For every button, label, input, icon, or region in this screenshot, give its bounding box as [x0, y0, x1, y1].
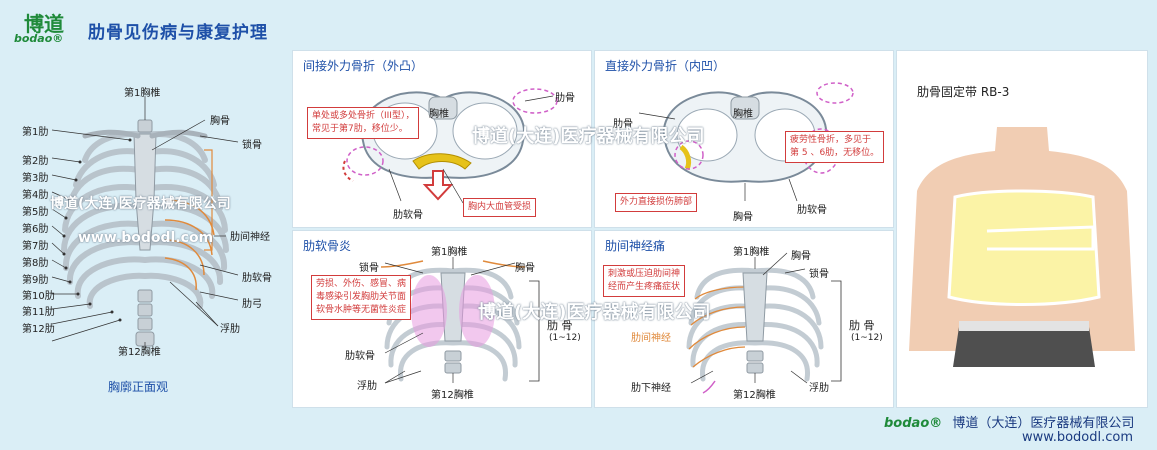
indirect-note-line-2: 常见于第7肋，移位少。	[312, 124, 408, 134]
chondritis-label-top: 第1胸椎	[431, 247, 468, 258]
neuralgia-label-top: 第1胸椎	[733, 247, 770, 258]
label-clavicle: 锁骨	[242, 140, 262, 151]
rib-label-3: 第3肋	[22, 173, 49, 184]
label-first-thoracic: 第1胸椎	[124, 88, 161, 99]
footer-logo: bodao®	[884, 416, 943, 431]
panel-direct-fracture: 直接外力骨折（内凹） 胸椎 肋骨 胸骨 肋软骨 疲劳性骨折，多见于 第 5 、6…	[594, 50, 894, 228]
bodao-logo: 博道 bodao®	[10, 8, 70, 48]
neuralgia-label-subcostal: 肋下神经	[631, 383, 671, 394]
indirect-label-spine: 胸椎	[429, 109, 449, 120]
chondritis-label-floating: 浮肋	[357, 381, 377, 392]
neuralgia-label-floating: 浮肋	[809, 383, 829, 394]
ribcage-illustration	[51, 96, 239, 350]
neuralgia-illustration	[686, 252, 842, 394]
panel-title-neuralgia: 肋间神经痛	[605, 239, 666, 253]
logo-latin: bodao®	[14, 32, 64, 45]
direct-note-line-1: 疲劳性骨折，多见于	[790, 135, 872, 145]
indirect-label-rib: 肋骨	[555, 93, 575, 104]
chondritis-label-bottom: 第12胸椎	[431, 390, 474, 401]
neuralgia-note-box: 刺激或压迫肋间神 经而产生疼痛症状	[603, 265, 686, 297]
panel-intercostal-neuralgia: 肋间神经痛 第1胸椎 胸骨 锁骨 肋间神经 肋下	[594, 230, 894, 408]
indirect-note-line-1: 单处或多处骨折（III型），	[312, 111, 415, 121]
label-sternum: 胸骨	[210, 116, 230, 127]
indirect-label-cartilage: 肋软骨	[393, 210, 423, 221]
chondritis-label-cartilage: 肋软骨	[345, 351, 375, 362]
watermark-company-bottom: 博道(大连)医疗器械有限公司	[478, 302, 711, 323]
panel-indirect-fracture: 间接外力骨折（外凸） 胸椎 肋骨 肋软骨 单处或多处骨折（III型）， 常见于第…	[292, 50, 592, 228]
label-costal-arch: 肋弓	[242, 299, 262, 310]
product-photo-rib-belt	[909, 127, 1135, 367]
panel-title-direct: 直接外力骨折（内凹）	[605, 59, 726, 73]
ribcage-caption: 胸廓正面观	[108, 380, 169, 394]
label-intercostal-nerve: 肋间神经	[230, 232, 270, 243]
rib-label-5: 第5肋	[22, 207, 49, 218]
indirect-note-box: 单处或多处骨折（III型）， 常见于第7肋，移位少。	[307, 107, 420, 139]
chondritis-label-rib-range: (1~12)	[549, 333, 581, 343]
footer-url[interactable]: www.bododl.com	[1022, 430, 1134, 445]
direct-note-box: 疲劳性骨折，多见于 第 5 、6肋，无移位。	[785, 131, 885, 163]
footer-company: 博道（大连）医疗器械有限公司	[952, 416, 1135, 431]
direct-label-spine: 胸椎	[733, 109, 753, 120]
chondritis-label-rib: 肋 骨	[547, 319, 573, 332]
rib-label-9: 第9肋	[22, 275, 49, 286]
rib-label-12: 第12肋	[22, 324, 55, 335]
rib-label-2: 第2肋	[22, 156, 49, 167]
product-title: 肋骨固定带 RB-3	[917, 85, 1010, 99]
chondritis-label-sternum: 胸骨	[515, 263, 535, 274]
direct-label-rib: 肋骨	[613, 119, 633, 130]
footer-brand: bodao® 博道（大连）医疗器械有限公司	[884, 412, 1134, 431]
label-costal-cartilage: 肋软骨	[242, 273, 272, 284]
neuralgia-label-nerve: 肋间神经	[631, 333, 671, 344]
watermark-company-top: 博道(大连)医疗器械有限公司	[472, 126, 705, 147]
chondritis-note-line-2: 毒感染引发胸肋关节面	[316, 292, 407, 302]
panel-title-chondritis: 肋软骨炎	[303, 239, 352, 253]
chondritis-note-line-1: 劳损、外伤、感冒、病	[316, 279, 407, 289]
direct-label-cartilage: 肋软骨	[797, 205, 827, 216]
rib-label-1: 第1肋	[22, 127, 49, 138]
label-twelfth-thoracic: 第12胸椎	[118, 347, 161, 358]
panel-product: 肋骨固定带 RB-3	[896, 50, 1148, 408]
watermark-company-left: 博道(大连)医疗器械有限公司	[50, 196, 231, 212]
neuralgia-label-bottom: 第12胸椎	[733, 390, 776, 401]
logo-hanzi: 博道	[24, 12, 64, 36]
neuralgia-label-sternum: 胸骨	[791, 251, 811, 262]
ribcage-front-view: 第1胸椎 胸骨 锁骨 肋间神经 肋软骨 肋弓 浮肋 第12胸椎 第1肋 第2肋 …	[0, 50, 290, 400]
chondritis-label-clavicle: 锁骨	[359, 263, 379, 274]
neuralgia-note-line-2: 经而产生疼痛症状	[608, 282, 681, 292]
chondritis-note-box: 劳损、外伤、感冒、病 毒感染引发胸肋关节面 软骨水肿等无菌性炎症	[311, 275, 412, 320]
rib-label-10: 第10肋	[22, 291, 55, 302]
neuralgia-note-line-1: 刺激或压迫肋间神	[608, 269, 681, 279]
direct-label-sternum: 胸骨	[733, 212, 753, 223]
neuralgia-label-rib-range: (1~12)	[851, 333, 883, 343]
watermark-url-left: www.bododl.com	[78, 230, 214, 246]
rib-label-11: 第11肋	[22, 307, 55, 318]
panel-costochondritis: 肋软骨炎 第1胸椎 锁骨 胸骨 肋软骨 浮肋 第12胸椎 肋 骨 (	[292, 230, 592, 408]
neuralgia-label-rib: 肋 骨	[849, 319, 875, 332]
label-floating-rib: 浮肋	[220, 324, 240, 335]
indirect-vessel-note: 胸内大血管受损	[463, 198, 537, 217]
direct-note-line-2: 第 5 、6肋，无移位。	[790, 148, 880, 158]
rib-label-7: 第7肋	[22, 241, 49, 252]
chondritis-note-line-3: 软骨水肿等无菌性炎症	[316, 305, 407, 315]
rib-label-6: 第6肋	[22, 224, 49, 235]
rib-label-4: 第4肋	[22, 190, 49, 201]
direct-lung-note: 外力直接损伤肺部	[615, 193, 698, 212]
neuralgia-label-clavicle: 锁骨	[809, 269, 829, 280]
rib-label-8: 第8肋	[22, 258, 49, 269]
page-title: 肋骨见伤病与康复护理	[88, 23, 268, 43]
panel-title-indirect: 间接外力骨折（外凸）	[303, 59, 424, 73]
